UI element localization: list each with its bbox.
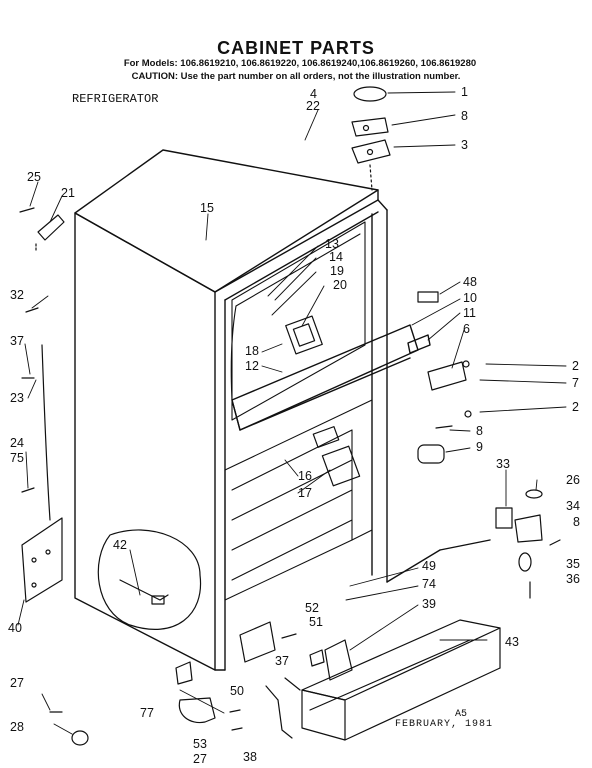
bottom-hinge-assembly	[495, 489, 561, 599]
liner-opening	[230, 221, 366, 421]
callout-label: 53	[193, 737, 207, 751]
revision-date: FEBRUARY, 1981	[395, 719, 494, 730]
appliance-label: REFRIGERATOR	[72, 92, 159, 106]
leader-lines	[17, 91, 567, 735]
callout-label: 51	[309, 615, 323, 629]
callout-label: 21	[61, 186, 75, 200]
callout-label: 27	[10, 676, 24, 690]
callout-label: 24	[10, 436, 24, 450]
callout-label: 49	[422, 559, 436, 573]
divider-bar	[231, 324, 431, 431]
callout-label: 34	[566, 499, 580, 513]
callout-label: 74	[422, 577, 436, 591]
callout-label: 40	[8, 621, 22, 635]
page-title: CABINET PARTS	[217, 38, 375, 58]
callout-label: 75	[10, 451, 24, 465]
callout-label: 19	[330, 264, 344, 278]
callout-label: 8	[573, 515, 580, 529]
callout-label: 2	[572, 359, 579, 373]
model-numbers: For Models: 106.8619210, 106.8619220, 10…	[123, 58, 477, 69]
callout-label: 48	[463, 275, 477, 289]
callout-label: 16	[298, 469, 312, 483]
callout-label: 23	[10, 391, 24, 405]
callout-label: 17	[298, 486, 312, 500]
bottom-parts	[49, 619, 501, 746]
callout-label: 8	[461, 109, 468, 123]
callout-label: 7	[572, 376, 579, 390]
cabinet-shell	[74, 149, 491, 671]
callout-label: 36	[566, 572, 580, 586]
callout-label: 43	[505, 635, 519, 649]
callout-label: 22	[306, 99, 320, 113]
callout-label: 39	[422, 597, 436, 611]
callout-label: 18	[245, 344, 259, 358]
callout-label: 14	[329, 250, 343, 264]
callout-label: 77	[140, 706, 154, 720]
part-42-inset	[97, 529, 202, 630]
callout-label: 12	[245, 359, 259, 373]
callout-label: 15	[200, 201, 214, 215]
callout-label: 9	[476, 440, 483, 454]
callout-label: 13	[325, 237, 339, 251]
callout-label: 4	[310, 87, 317, 101]
middle-hinge-assembly	[417, 291, 472, 464]
callout-label: 6	[463, 322, 470, 336]
caution-note: CAUTION: Use the part number on all orde…	[131, 71, 461, 82]
callout-label: 2	[572, 400, 579, 414]
mullion-bracket	[285, 315, 361, 487]
callout-label: 35	[566, 557, 580, 571]
callout-label: 11	[463, 306, 476, 320]
callout-label: 1	[461, 85, 468, 99]
callout-label: 10	[463, 291, 477, 305]
callout-label: 25	[27, 170, 41, 184]
callout-label: 20	[333, 278, 347, 292]
callout-label: 37	[10, 334, 24, 348]
callout-label: 52	[305, 601, 319, 615]
callout-label: 38	[243, 750, 257, 764]
freezer-compartment	[224, 399, 373, 601]
callout-label: 27	[193, 752, 207, 766]
callout-label: 50	[230, 684, 244, 698]
left-side-parts	[19, 207, 65, 603]
top-hinge-assembly	[351, 86, 391, 191]
callout-label: 33	[496, 457, 510, 471]
callout-label: 26	[566, 473, 580, 487]
callout-label: 3	[461, 138, 468, 152]
callout-label: 42	[113, 538, 127, 552]
callout-label: 8	[476, 424, 483, 438]
callout-label: 37	[275, 654, 289, 668]
callout-label: 28	[10, 720, 24, 734]
callout-label: 32	[10, 288, 24, 302]
revision-code: A5	[455, 709, 468, 720]
